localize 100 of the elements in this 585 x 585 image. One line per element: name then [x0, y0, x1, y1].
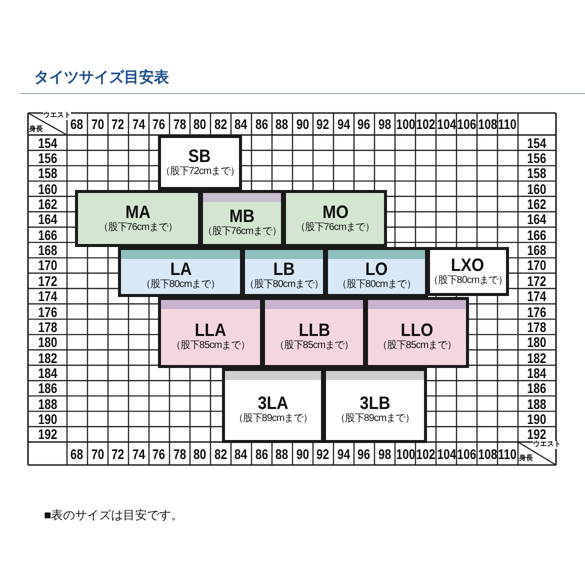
height-value: 188: [38, 396, 58, 412]
inseam-note: （股下80cmまで）: [336, 279, 416, 291]
size-name: 3LA: [258, 394, 288, 412]
waist-value: 96: [358, 116, 371, 132]
height-value: 160: [38, 180, 58, 197]
size-name: SB: [188, 147, 212, 166]
waist-value: 106: [457, 446, 476, 462]
waist-value: 72: [112, 116, 125, 132]
waist-value: 72: [112, 446, 125, 462]
size-box: [118, 247, 243, 297]
waist-value: 86: [255, 446, 268, 462]
size-box: [323, 368, 427, 443]
height-value: 172: [38, 272, 58, 289]
height-value: 180: [527, 334, 547, 350]
size-name: LB: [273, 260, 295, 279]
waist-value: 90: [296, 446, 310, 462]
size-name: 3LB: [360, 394, 390, 412]
height-value: 158: [527, 165, 547, 182]
title: タイツサイズ目安表: [34, 68, 169, 87]
waist-value: 88: [276, 116, 289, 132]
size-box: [222, 368, 324, 443]
size-name: LA: [170, 260, 192, 279]
size-name: LLB: [298, 320, 330, 340]
size-name: MO: [322, 203, 348, 222]
height-value: 190: [38, 410, 58, 427]
waist-value: 74: [132, 446, 146, 462]
size-name: LXO: [451, 256, 485, 275]
waist-value: 104: [436, 446, 456, 462]
height-value: 184: [38, 364, 58, 381]
size-box: [158, 135, 242, 190]
size-box: [365, 297, 469, 368]
waist-value: 104: [436, 116, 456, 132]
waist-value: 70: [91, 116, 104, 132]
note: ■表のサイズは目安です。: [44, 507, 184, 524]
height-value: 182: [527, 350, 547, 366]
height-value: 174: [38, 288, 58, 304]
inseam-note: （股下85cmまで）: [274, 340, 354, 352]
waist-value: 98: [378, 116, 392, 132]
waist-value: 80: [194, 116, 207, 132]
size-name: LLA: [194, 320, 226, 340]
waist-value: 82: [214, 446, 228, 462]
waist-value: 82: [214, 116, 228, 132]
height-value: 186: [38, 380, 58, 396]
size-name: MA: [125, 203, 151, 222]
height-value: 180: [38, 334, 58, 350]
waist-value: 84: [234, 116, 248, 132]
size-box: [200, 190, 284, 247]
height-value: 160: [527, 180, 547, 197]
waist-value: 84: [234, 446, 248, 462]
height-value: 178: [38, 318, 58, 335]
height-value: 192: [38, 426, 58, 442]
height-value: 162: [527, 196, 547, 212]
waist-value: 90: [296, 116, 310, 132]
waist-value: 80: [194, 446, 207, 462]
waist-value: 86: [255, 116, 268, 132]
waist-value: 92: [316, 116, 330, 132]
height-value: 178: [527, 318, 547, 335]
waist-value: 68: [70, 446, 84, 462]
size-box: [427, 247, 509, 296]
inseam-note: （股下89cmまで）: [233, 412, 313, 424]
waist-value: 96: [358, 446, 371, 462]
inseam-note: （股下85cmまで）: [377, 340, 457, 352]
waist-value: 102: [416, 116, 436, 132]
height-value: 168: [527, 242, 547, 258]
height-value: 174: [527, 288, 547, 304]
height-value: 176: [527, 304, 547, 320]
waist-value: 74: [132, 116, 146, 132]
size-box: [325, 247, 428, 297]
height-value: 182: [38, 350, 58, 366]
size-name: MB: [229, 206, 255, 226]
size-box: [75, 190, 201, 247]
height-value: 154: [527, 134, 547, 151]
size-box: [283, 190, 387, 247]
waist-value: 92: [316, 446, 330, 462]
waist-value: 94: [337, 446, 350, 462]
waist-value: 78: [173, 116, 186, 132]
waist-value: 70: [91, 446, 104, 462]
height-value: 184: [527, 364, 547, 381]
size-box: [158, 297, 263, 368]
height-value: 170: [527, 257, 547, 274]
waist-value: 100: [396, 116, 415, 132]
waist-value: 76: [152, 116, 166, 132]
inseam-note: （股下85cmまで）: [170, 340, 250, 352]
waist-value: 100: [396, 446, 415, 462]
height-value: 166: [527, 226, 547, 243]
height-value: 188: [527, 396, 547, 412]
waist-value: 106: [457, 116, 476, 132]
inseam-note: （股下80cmまで）: [244, 279, 324, 291]
size-box: [242, 247, 326, 297]
size-box: [262, 297, 366, 368]
waist-value: 78: [173, 446, 186, 462]
waist-value: 98: [378, 446, 392, 462]
size-name: LO: [365, 260, 388, 279]
height-value: 166: [38, 226, 58, 243]
height-value: 162: [38, 196, 58, 212]
height-value: 154: [38, 134, 58, 151]
height-value: 190: [527, 410, 547, 427]
waist-value: 110: [498, 116, 518, 132]
inseam-note: （股下72cmまで）: [160, 166, 240, 178]
waist-value: 108: [478, 116, 497, 132]
